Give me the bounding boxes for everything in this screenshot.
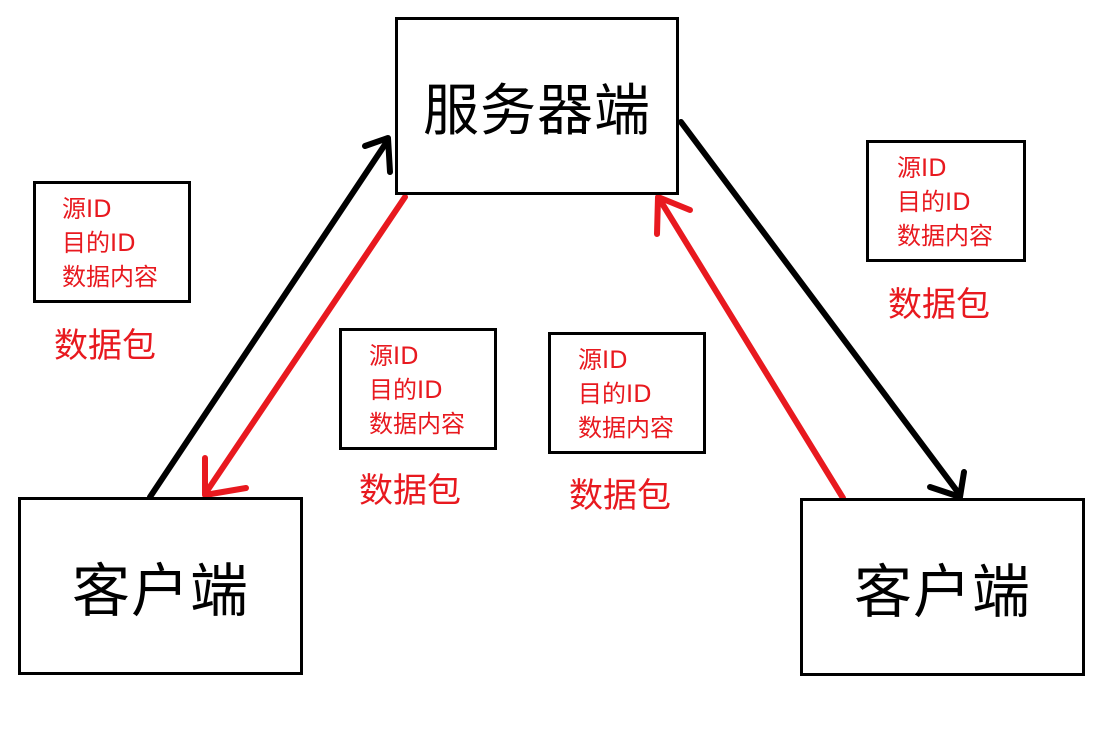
packet-destination-id: 目的ID	[369, 376, 443, 404]
arrow-server-to-client-left	[202, 194, 408, 498]
arrow-server-to-client-right	[678, 119, 967, 500]
packet-box: 源ID 目的ID 数据内容	[339, 328, 497, 450]
packet-destination-id: 目的ID	[897, 188, 971, 216]
packet-content: 数据内容	[897, 222, 993, 250]
arrow-client-right-to-server	[654, 194, 846, 501]
packet-label: 数据包	[888, 285, 990, 325]
arrow-client-left-to-server	[147, 135, 393, 500]
packet-box: 源ID 目的ID 数据内容	[33, 181, 191, 303]
packet-content: 数据内容	[578, 414, 674, 442]
client-left-label: 客户端	[71, 557, 249, 625]
packet-box: 源ID 目的ID 数据内容	[866, 140, 1026, 262]
server-label: 服务器端	[423, 78, 651, 144]
packet-content: 数据内容	[62, 263, 158, 291]
packet-label: 数据包	[569, 476, 671, 516]
packet-box: 源ID 目的ID 数据内容	[548, 332, 706, 454]
packet-source-id: 源ID	[62, 195, 112, 223]
packet-label: 数据包	[54, 326, 156, 366]
packet-source-id: 源ID	[578, 346, 628, 374]
client-left-node: 客户端	[18, 497, 303, 675]
client-right-node: 客户端	[800, 498, 1085, 676]
packet-source-id: 源ID	[369, 342, 419, 370]
packet-content: 数据内容	[369, 410, 465, 438]
client-right-label: 客户端	[853, 558, 1031, 626]
packet-destination-id: 目的ID	[578, 380, 652, 408]
packet-destination-id: 目的ID	[62, 229, 136, 257]
server-node: 服务器端	[395, 17, 679, 195]
packet-label: 数据包	[359, 471, 461, 511]
packet-source-id: 源ID	[897, 154, 947, 182]
